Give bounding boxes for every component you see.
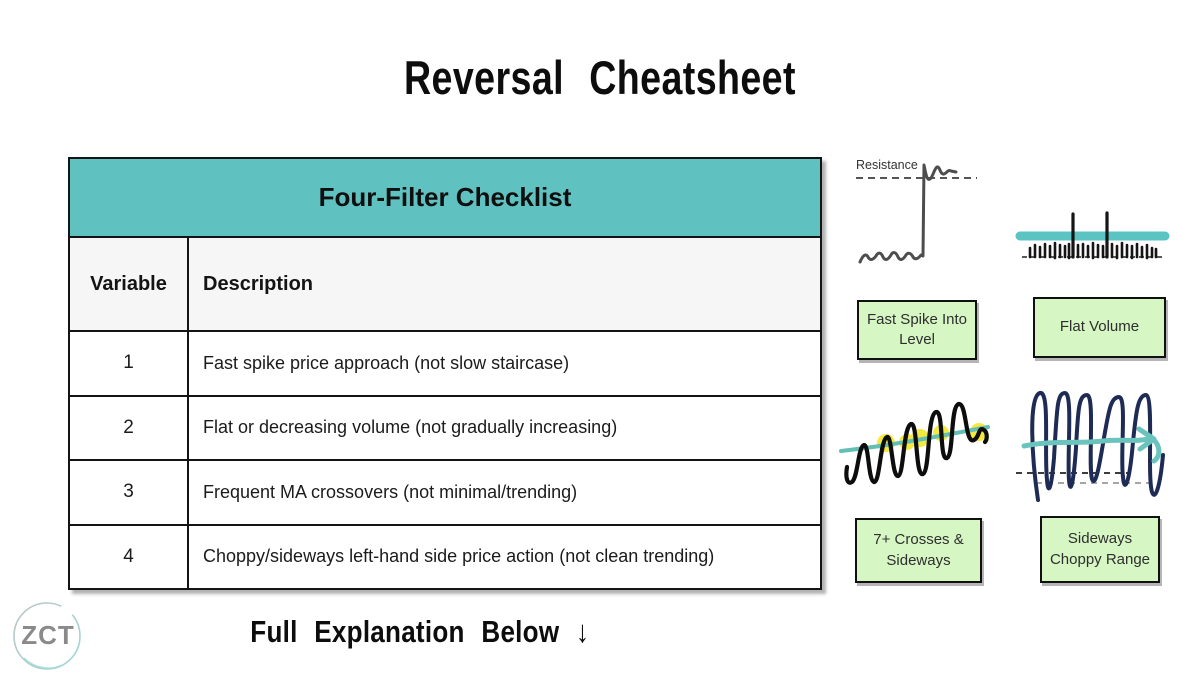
- caption-7-plus-crosses: 7+ Crosses & Sideways: [855, 518, 982, 583]
- resistance-label: Resistance: [856, 158, 918, 172]
- zct-logo: ZCT: [13, 602, 81, 670]
- table-row: 3 Frequent MA crossovers (not minimal/tr…: [70, 459, 820, 524]
- table-row: 4 Choppy/sideways left-hand side price a…: [70, 523, 820, 588]
- choppy-range-sketch-icon: [1016, 391, 1165, 502]
- table-row: 2 Flat or decreasing volume (not gradual…: [70, 394, 820, 459]
- row-variable: 3: [70, 461, 189, 524]
- column-header-description: Description: [203, 272, 314, 295]
- table-header-row: Variable Description: [70, 238, 820, 330]
- ma-crossovers-sketch-icon: [839, 401, 990, 485]
- caption-fast-spike-into-level: Fast Spike Into Level: [857, 300, 977, 360]
- column-header-variable: Variable: [70, 238, 189, 330]
- page-title: Reversal Cheatsheet: [0, 50, 1200, 105]
- logo-text: ZCT: [21, 620, 75, 650]
- table-title: Four-Filter Checklist: [70, 159, 820, 238]
- logo-circle: [13, 602, 81, 670]
- row-variable: 2: [70, 396, 189, 459]
- flat-volume-sketch-icon: [1015, 211, 1170, 260]
- row-variable: 1: [70, 332, 189, 395]
- caption-flat-volume: Flat Volume: [1033, 297, 1166, 358]
- caption-sideways-choppy-range: Sideways Choppy Range: [1040, 516, 1160, 583]
- row-variable: 4: [70, 525, 189, 588]
- page-title-text: Reversal Cheatsheet: [404, 51, 796, 104]
- four-filter-checklist-table: Four-Filter Checklist Variable Descripti…: [68, 157, 822, 590]
- row-description: Frequent MA crossovers (not minimal/tren…: [203, 481, 578, 502]
- table-row: 1 Fast spike price approach (not slow st…: [70, 330, 820, 395]
- row-description: Choppy/sideways left-hand side price act…: [203, 546, 715, 567]
- row-description: Flat or decreasing volume (not gradually…: [203, 417, 618, 438]
- fast-spike-sketch-icon: Resistance: [856, 158, 977, 264]
- row-description: Fast spike price approach (not slow stai…: [203, 352, 570, 373]
- footer-note: Full Explanation Below ↓: [0, 614, 840, 650]
- footer-note-text: Full Explanation Below ↓: [250, 614, 590, 649]
